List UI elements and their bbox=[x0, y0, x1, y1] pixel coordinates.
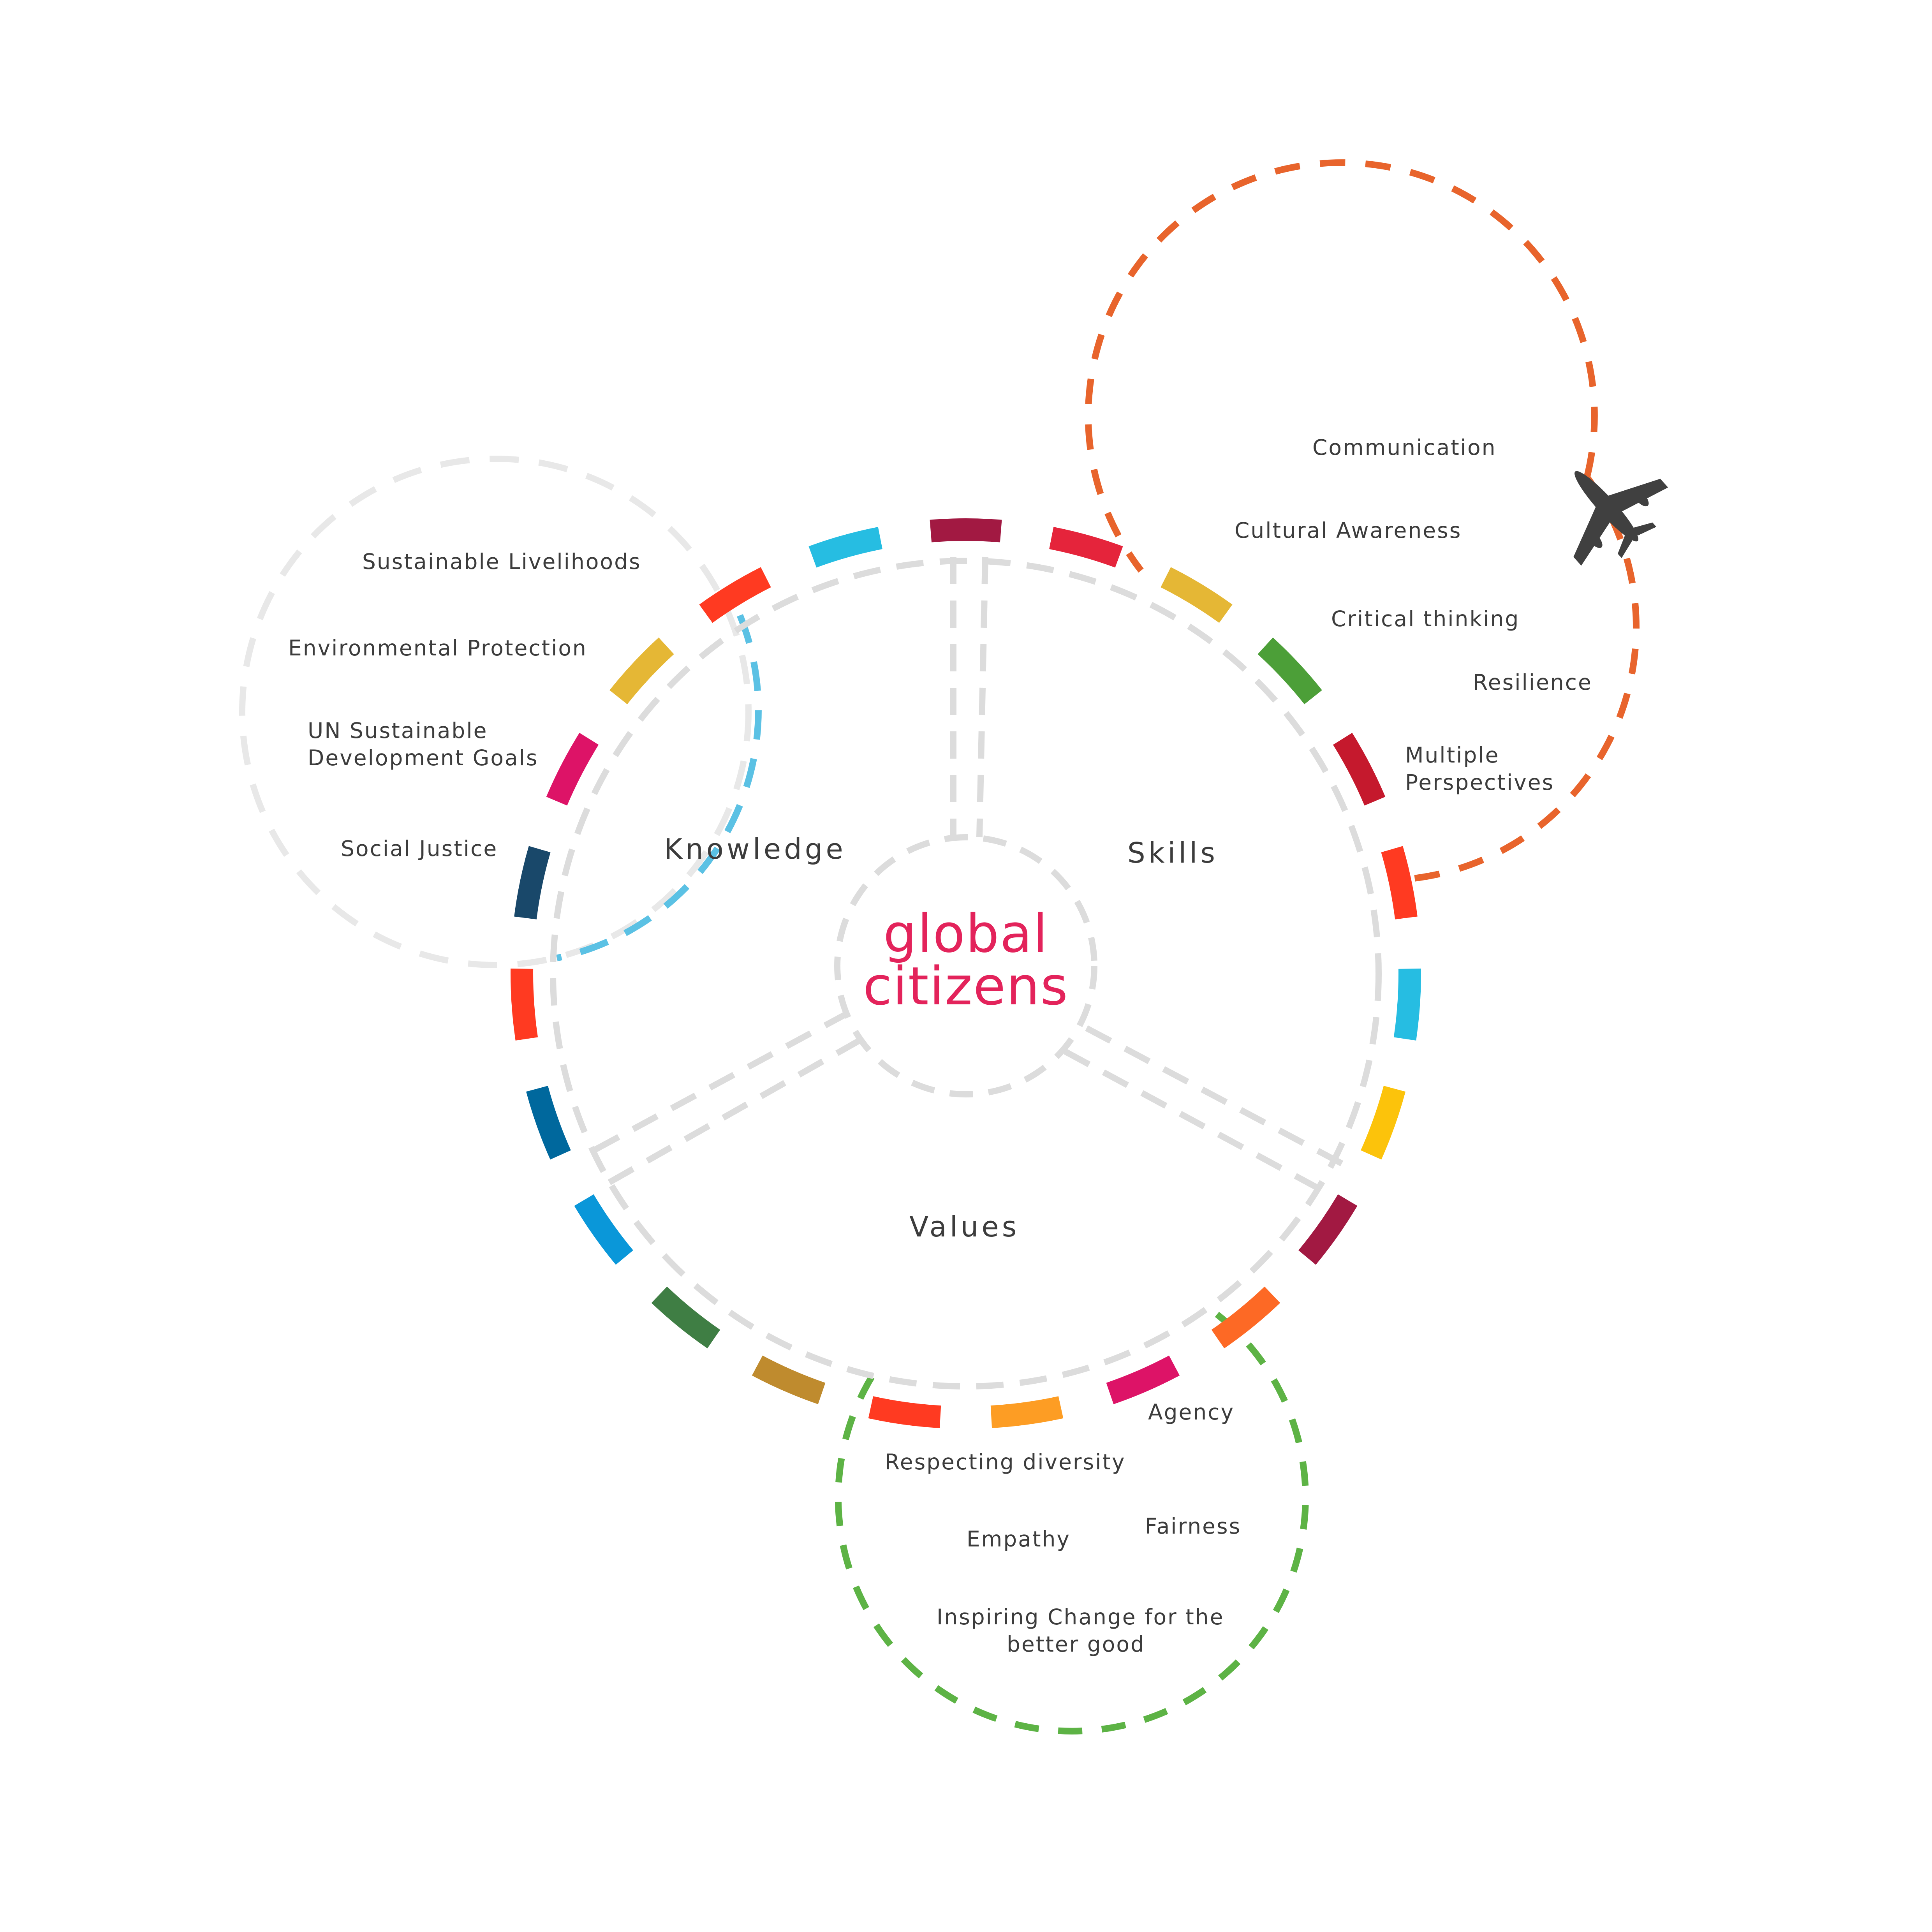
skills-circle-right bbox=[1390, 475, 1640, 884]
knowledge-item-sustainable-livelihoods: Sustainable Livelihoods bbox=[362, 549, 641, 574]
ring-segment bbox=[1049, 527, 1123, 568]
ring-segment bbox=[546, 733, 599, 806]
ring-segment bbox=[1211, 1286, 1280, 1349]
knowledge-item-social-justice: Social Justice bbox=[341, 836, 498, 861]
ring-segment bbox=[930, 518, 1002, 542]
values-item-agency: Agency bbox=[1148, 1400, 1235, 1425]
values-circle bbox=[835, 1312, 1309, 1735]
divider-right bbox=[1064, 1025, 1345, 1199]
skills-item-multiple-perspectives-line1: Multiple bbox=[1405, 743, 1500, 768]
ring-segment bbox=[699, 567, 771, 623]
main-inner-circle bbox=[550, 558, 1382, 1390]
ring-segment bbox=[868, 1396, 941, 1428]
skills-item-critical-thinking: Critical thinking bbox=[1331, 606, 1520, 631]
knowledge-circle bbox=[239, 456, 752, 968]
airplane-icon bbox=[1573, 471, 1668, 566]
ring-segment bbox=[1298, 1194, 1358, 1265]
ring-segment bbox=[526, 1085, 571, 1160]
skills-item-resilience: Resilience bbox=[1473, 670, 1592, 695]
ring-segment bbox=[574, 1194, 633, 1265]
center-circle bbox=[834, 834, 1097, 1097]
ring-segment bbox=[609, 637, 674, 704]
ring-segment bbox=[1106, 1355, 1180, 1404]
values-item-fairness: Fairness bbox=[1145, 1514, 1242, 1539]
knowledge-item-un-sdg-line2: Development Goals bbox=[308, 745, 539, 770]
knowledge-item-environmental-protection: Environmental Protection bbox=[288, 636, 587, 660]
skills-item-multiple-perspectives-line2: Perspectives bbox=[1405, 770, 1555, 795]
ring-segment bbox=[752, 1355, 826, 1404]
values-item-respecting-diversity: Respecting diversity bbox=[885, 1449, 1126, 1474]
ring-segment bbox=[1393, 969, 1421, 1041]
ring-segment bbox=[511, 969, 538, 1041]
skills-circle bbox=[1085, 159, 1598, 573]
section-skills: Skills bbox=[1127, 837, 1218, 869]
ring-segment bbox=[1333, 733, 1386, 806]
values-item-inspiring-change-line1: Inspiring Change for the bbox=[937, 1604, 1224, 1629]
skills-item-cultural-awareness: Cultural Awareness bbox=[1235, 518, 1462, 543]
section-values: Values bbox=[909, 1210, 1020, 1243]
knowledge-arc bbox=[556, 614, 762, 962]
ring-segment bbox=[1381, 846, 1418, 919]
ring-segment bbox=[990, 1396, 1064, 1428]
divider-top bbox=[950, 557, 988, 838]
skills-item-communication: Communication bbox=[1312, 435, 1497, 460]
ring-segment bbox=[651, 1286, 720, 1349]
values-item-empathy: Empathy bbox=[967, 1527, 1071, 1552]
values-item-inspiring-change-line2: better good bbox=[1007, 1632, 1145, 1657]
sdg-ring bbox=[511, 518, 1421, 1428]
ring-segment bbox=[1257, 637, 1322, 704]
knowledge-item-un-sdg-line1: UN Sustainable bbox=[308, 718, 488, 743]
ring-segment bbox=[1361, 1085, 1406, 1160]
section-knowledge: Knowledge bbox=[664, 833, 846, 865]
divider-left bbox=[581, 1009, 862, 1191]
center-title-line2: citizens bbox=[863, 956, 1069, 1017]
ring-segment bbox=[808, 527, 883, 568]
center-title-line1: global bbox=[883, 903, 1048, 964]
ring-segment bbox=[514, 846, 551, 919]
center-title: global citizens bbox=[849, 907, 1083, 1013]
ring-segment bbox=[1161, 567, 1233, 623]
